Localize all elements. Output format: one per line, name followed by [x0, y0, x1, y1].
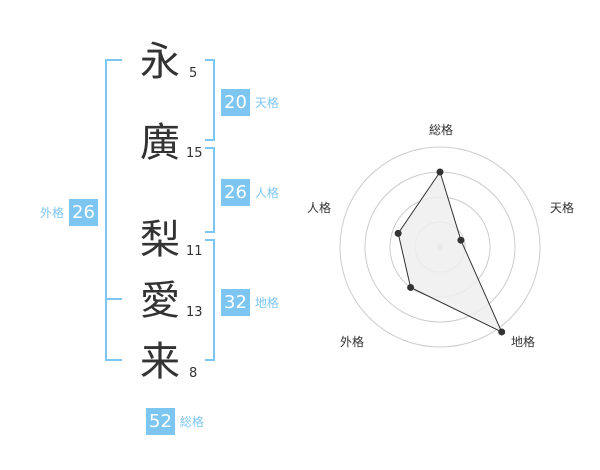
gaikaku-bracket: [105, 59, 122, 361]
char-4: 愛: [140, 278, 180, 324]
soukaku-value: 52: [146, 408, 175, 435]
strokes-3: 11: [186, 244, 203, 259]
tenkaku-label: 天格: [254, 96, 279, 110]
tenkaku-value: 20: [221, 89, 250, 116]
strokes-4: 13: [186, 305, 203, 320]
radar-point: [498, 328, 506, 336]
radar-point: [457, 236, 465, 244]
radar-axis-label: 外格: [340, 334, 364, 349]
strokes-5: 8: [189, 366, 198, 381]
gaikaku-value: 26: [69, 199, 98, 226]
char-5: 来: [140, 339, 180, 385]
chikaku-value: 32: [221, 289, 250, 316]
jinkaku-value: 26: [221, 179, 250, 206]
radar-points: [394, 168, 506, 336]
soukaku-label: 総格: [179, 415, 204, 429]
soukaku-score: 52 総格: [146, 408, 204, 435]
tenkaku-bracket: [205, 59, 215, 141]
char-2: 廣: [140, 120, 180, 166]
chikaku-label: 地格: [254, 296, 279, 310]
chikaku-bracket: [205, 239, 215, 361]
char-3: 梨: [140, 217, 180, 263]
chikaku-score: 32 地格: [221, 289, 279, 316]
radar-axis-label: 天格: [550, 200, 574, 215]
radar-point: [436, 168, 444, 176]
radar-area: [397, 170, 503, 333]
gaikaku-score: 外格 26: [40, 199, 98, 226]
strokes-1: 5: [189, 66, 198, 81]
gaikaku-label: 外格: [40, 206, 65, 220]
radar-axis-label: 地格: [511, 334, 535, 349]
radar-ring: [339, 146, 541, 348]
char-1: 永: [140, 39, 180, 85]
radar-axis-label: 総格: [429, 122, 453, 137]
radar-axis-label: 人格: [307, 200, 331, 215]
gaikaku-bracket-divider: [105, 298, 122, 300]
radar-point: [407, 283, 415, 291]
jinkaku-score: 26 人格: [221, 179, 279, 206]
strokes-2: 15: [186, 146, 203, 161]
jinkaku-bracket: [205, 147, 215, 233]
jinkaku-label: 人格: [254, 186, 279, 200]
tenkaku-score: 20 天格: [221, 89, 279, 116]
radar-point: [394, 229, 402, 237]
